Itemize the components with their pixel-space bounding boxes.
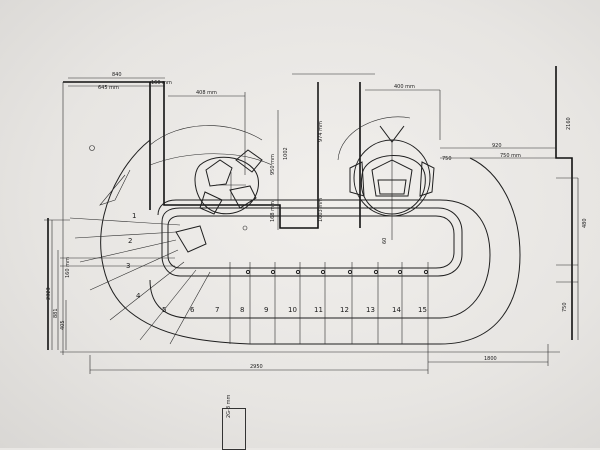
step-number: 13 [366,306,375,314]
step-number: 5 [162,306,166,314]
dim-bottom-right: 1800 [484,356,497,362]
step-number: 15 [418,306,427,314]
dim-mid-5: 168 mm [270,201,276,222]
left-seat-group [89,125,273,231]
dim-right-1: 2160 [566,117,572,130]
step-number: 12 [340,306,349,314]
dim-right-5: 750 [562,302,568,312]
left-dimension-lines [44,219,70,350]
step-number: 2 [128,237,132,245]
step-number: 11 [314,306,323,314]
step-number: 9 [264,306,268,314]
step-number: 10 [288,306,297,314]
step-number: 7 [215,306,219,314]
dim-mid-2: 974 mm [318,121,324,142]
dim-top-3: 160 mm [151,80,172,86]
step-lines [60,169,429,345]
bottom-dimension-lines [60,344,560,374]
right-dimension-lines [556,177,579,340]
step-number: 3 [126,262,130,270]
dim-top-2: 645 mm [98,85,119,91]
rail-posts [245,269,429,275]
step-number: 6 [190,306,195,314]
dim-top-1: 840 [112,72,122,78]
dim-bottom-total: 2950 [250,364,263,370]
dim-right-6: 750 [442,156,452,162]
dim-top-5: 400 mm [394,84,415,90]
step-number: 4 [136,292,141,300]
dim-right-3: 750 mm [500,153,521,159]
dim-left-2: 881 [53,308,59,318]
label-s: 60 [382,238,388,244]
room-outline [47,66,573,355]
dim-right-4: 480 [582,218,588,228]
dim-mid-4: 950 mm [270,154,276,175]
step-number: 8 [240,306,244,314]
dim-right-2: 920 [492,143,502,149]
dim-left-4: 160 mm [65,257,71,278]
step-number: 14 [392,306,401,314]
dim-top-4: 408 mm [196,90,217,96]
dim-left-1: 2323 [46,287,52,300]
step-number: 1 [132,212,136,220]
top-dimension-lines [68,73,441,230]
dim-mid-1: 1002 [283,147,289,160]
dim-mid-3: 1603 mm [318,198,324,222]
right-seat-group [337,116,556,240]
dim-left-3: 405 [60,320,66,330]
stamp-text: 2G-3 mm [226,394,232,418]
